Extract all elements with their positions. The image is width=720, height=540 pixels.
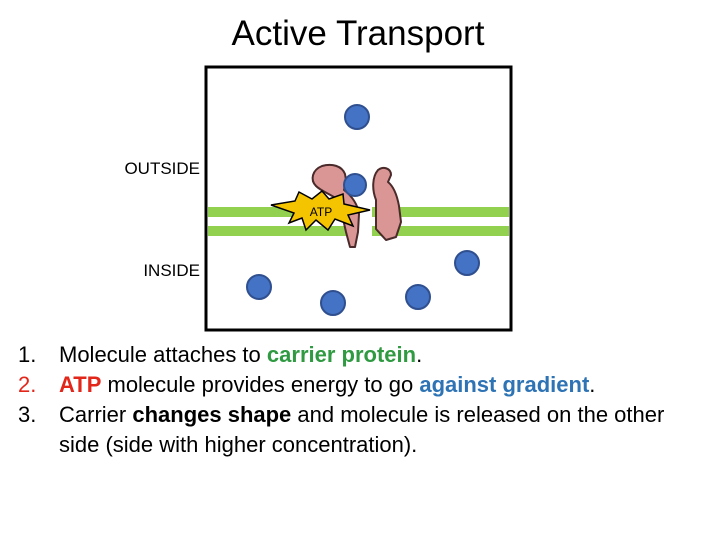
step-text-part: . <box>416 342 423 367</box>
slide-title: Active Transport <box>231 14 485 53</box>
cell-membrane-left <box>208 207 348 236</box>
outside-label: OUTSIDE <box>124 159 200 178</box>
step-3: 3. Carrier changes shape and molecule is… <box>18 400 708 460</box>
molecule-inside-2 <box>320 290 346 316</box>
step-text-part: molecule provides energy to go <box>101 372 420 397</box>
step-2: 2. ATP molecule provides energy to go ag… <box>18 370 708 400</box>
inside-label: INSIDE <box>143 261 200 280</box>
step-text: ATP molecule provides energy to go again… <box>59 372 595 397</box>
step-text-part: and molecule is released on the other si… <box>59 402 665 457</box>
molecule-inside-1 <box>246 274 272 300</box>
carrier-protein-term: carrier protein <box>266 342 417 367</box>
changes-shape-term: changes shape <box>132 402 292 427</box>
steps-list: 1. Molecule attaches to carrier protein.… <box>18 340 708 460</box>
step-text-part: Carrier <box>59 402 133 427</box>
step-number: 2. <box>18 372 37 397</box>
step-number: 3. <box>18 402 37 427</box>
molecule-inside-3 <box>405 284 431 310</box>
against-gradient-term: against gradient <box>419 372 590 397</box>
molecule-outside <box>344 104 370 130</box>
atp-term: ATP <box>59 372 102 397</box>
step-text: Carrier changes shape and molecule is re… <box>59 402 664 457</box>
molecule-bound <box>343 173 367 197</box>
cell-membrane-right <box>372 207 509 236</box>
step-text-part: Molecule attaches to <box>59 342 267 367</box>
step-number: 1. <box>18 342 37 367</box>
atp-label: ATP <box>310 205 332 219</box>
carrier-protein <box>311 163 402 248</box>
step-text-part: . <box>589 372 596 397</box>
molecule-inside-4 <box>454 250 480 276</box>
step-1: 1. Molecule attaches to carrier protein. <box>18 340 708 370</box>
atp-burst: ATP <box>270 189 371 232</box>
step-text: Molecule attaches to carrier protein. <box>59 342 422 367</box>
